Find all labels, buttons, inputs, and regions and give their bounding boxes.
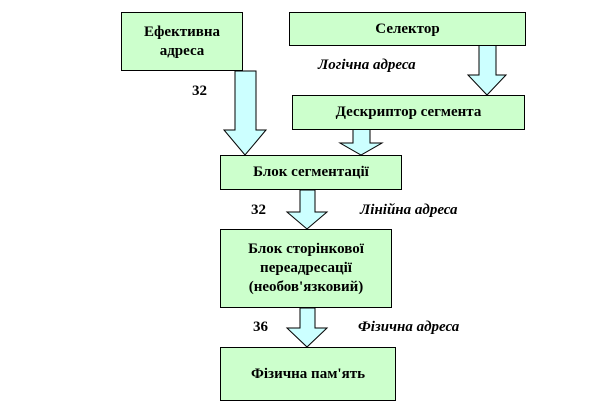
arrow-effective-to-segmentation bbox=[222, 70, 268, 156]
arrow-paging-to-memory bbox=[285, 307, 329, 348]
arrow-selector-to-descriptor bbox=[466, 44, 508, 96]
logical-address-label: Логічна адреса bbox=[318, 57, 416, 73]
arrow-segmentation-to-paging bbox=[285, 189, 329, 230]
physical-address-width-label: 36 bbox=[253, 319, 268, 335]
linear-address-width-label: 32 bbox=[251, 202, 266, 218]
segmentation-unit-box: Блок сегментації bbox=[220, 155, 402, 190]
segment-descriptor-box: Дескриптор сегмента bbox=[292, 95, 525, 130]
paging-unit-box: Блок сторінкової переадресації (необов'я… bbox=[220, 229, 392, 308]
physical-memory-box: Фізична пам'ять bbox=[220, 347, 396, 401]
arrow-descriptor-to-segmentation bbox=[338, 128, 384, 156]
selector-box: Селектор bbox=[289, 12, 526, 46]
effective-address-width-label: 32 bbox=[192, 83, 207, 99]
linear-address-label: Лінійна адреса bbox=[360, 202, 458, 218]
effective-address-box: Ефективна адреса bbox=[121, 12, 243, 71]
physical-address-label: Фізична адреса bbox=[358, 319, 460, 335]
